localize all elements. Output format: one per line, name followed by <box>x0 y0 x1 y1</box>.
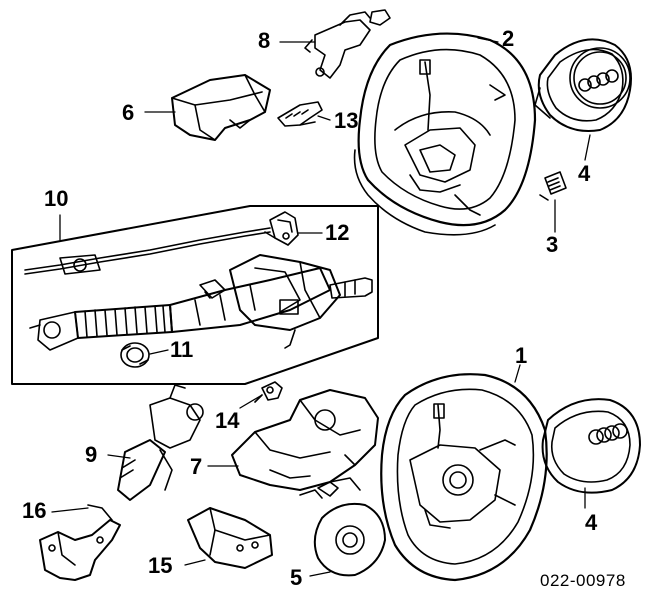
callout-10: 10 <box>44 186 69 211</box>
callout-4-lower: 4 <box>585 510 598 535</box>
callout-8: 8 <box>258 28 271 53</box>
callout-6: 6 <box>122 100 135 125</box>
key-cylinder <box>254 381 283 403</box>
callout-13: 13 <box>334 108 359 133</box>
callout-7: 7 <box>190 454 203 479</box>
callout-16: 16 <box>22 498 47 523</box>
steering-wheel-upper <box>353 32 537 236</box>
reference-code: 022-00978 <box>540 571 626 590</box>
callout-11: 11 <box>170 337 194 362</box>
callout-12: 12 <box>325 220 350 245</box>
callout-3: 3 <box>546 232 559 257</box>
steering-column-box <box>11 205 379 385</box>
steering-column-assembly <box>24 227 373 351</box>
upper-column-shroud <box>171 74 271 141</box>
turn-signal-switch <box>117 384 204 501</box>
airbag-module-lower <box>541 398 641 494</box>
steering-wheel-lower <box>380 373 548 582</box>
emblem-clip <box>539 171 567 201</box>
callout-2: 2 <box>502 26 515 51</box>
leader-lines <box>51 37 591 577</box>
callout-4-upper: 4 <box>578 161 591 186</box>
callout-5: 5 <box>290 565 303 590</box>
callout-9: 9 <box>85 442 98 467</box>
airbag-module-upper <box>534 38 632 132</box>
clock-spring <box>299 477 386 577</box>
lower-column-shroud <box>231 389 379 491</box>
knee-bolster-bracket <box>187 507 273 569</box>
column-lock-bracket <box>264 211 299 246</box>
callout-15: 15 <box>148 553 173 578</box>
column-support-bracket <box>39 504 121 581</box>
switch-trim <box>277 101 323 127</box>
callout-1: 1 <box>515 343 528 368</box>
combination-switch <box>304 9 391 79</box>
bushing <box>120 342 150 368</box>
callout-14: 14 <box>215 408 240 433</box>
